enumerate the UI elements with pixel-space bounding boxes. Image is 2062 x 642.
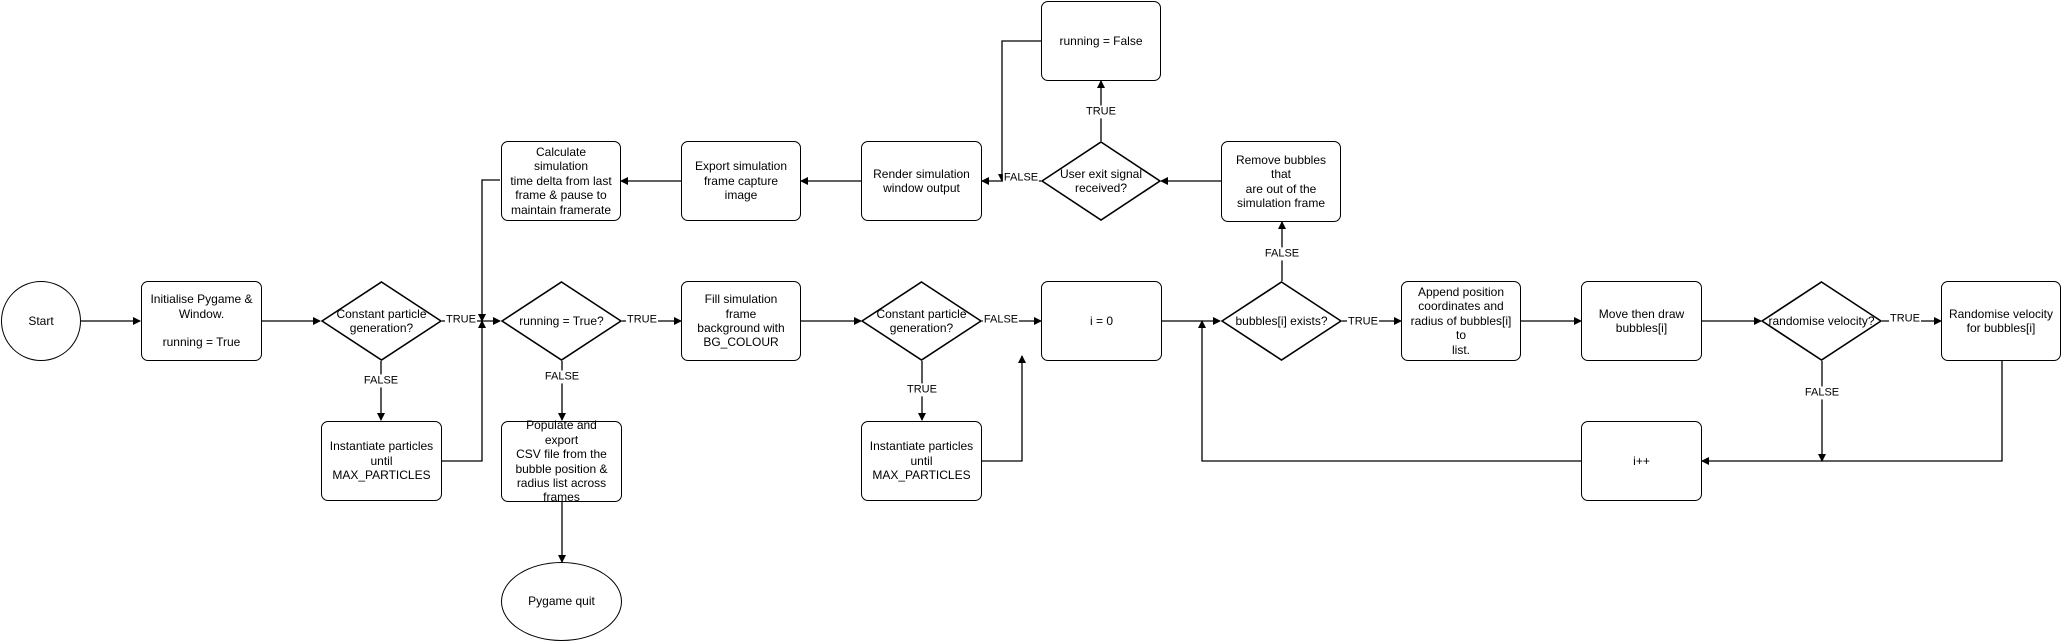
remove-bubbles-node-label: Remove bubbles that are out of the simul… xyxy=(1235,152,1327,210)
const-particle-decision-1: Constant particle generation? xyxy=(321,281,442,361)
move-draw-node: Move then draw bubbles[i] xyxy=(1581,281,1702,361)
const2-false-label: FALSE xyxy=(982,313,1020,327)
exists-true-label: TRUE xyxy=(1347,315,1379,329)
running-decision-label: running = True? xyxy=(519,313,604,328)
running-false-node: running = False xyxy=(1041,1,1161,81)
exit-true-label: TRUE xyxy=(1085,105,1117,119)
calc-time-delta-node-label: Calculate simulation time delta from las… xyxy=(510,145,612,217)
running-false-node-label: running = False xyxy=(1059,33,1143,48)
bubbles-exists-decision: bubbles[i] exists? xyxy=(1221,281,1342,361)
const1-true-label: TRUE xyxy=(445,313,477,327)
export-csv-node-label: Populate and export CSV file from the bu… xyxy=(515,418,608,505)
append-position-node: Append position coordinates and radius o… xyxy=(1401,281,1521,361)
edge-iinc-exists xyxy=(1198,320,1581,462)
edge-calc-running xyxy=(478,179,500,322)
const2-true-label: TRUE xyxy=(906,383,938,397)
render-output-node-label: Render simulation window output xyxy=(873,166,970,195)
export-frame-node: Export simulation frame capture image xyxy=(681,141,801,221)
instantiate-particles-node-2: Instantiate particles until MAX_PARTICLE… xyxy=(861,421,982,501)
pygame-quit-node: Pygame quit xyxy=(501,562,622,641)
edge-randomise-iinc xyxy=(1701,361,2003,465)
i-increment-node: i++ xyxy=(1581,421,1702,501)
render-output-node: Render simulation window output xyxy=(861,141,982,221)
exit-signal-decision: User exit signal received? xyxy=(1041,141,1161,221)
const-particle-decision-2-label: Constant particle generation? xyxy=(876,306,967,335)
append-position-node-label: Append position coordinates and radius o… xyxy=(1410,285,1512,357)
edge-runningfalse-render xyxy=(998,40,1041,182)
const-particle-decision-2: Constant particle generation? xyxy=(861,281,982,361)
edge-inst1-running xyxy=(442,320,486,462)
randomise-true-label: TRUE xyxy=(1889,312,1921,326)
fill-background-node: Fill simulation frame background with BG… xyxy=(681,281,801,361)
instantiate-particles-node-1-label: Instantiate particles until MAX_PARTICLE… xyxy=(329,439,434,483)
move-draw-node-label: Move then draw bubbles[i] xyxy=(1598,306,1685,335)
bubbles-exists-decision-label: bubbles[i] exists? xyxy=(1235,313,1328,328)
i-zero-node: i = 0 xyxy=(1041,281,1162,361)
randomise-velocity-decision-label: randomise velocity? xyxy=(1768,313,1875,328)
randomise-velocity-node: Randomise velocity for bubbles[i] xyxy=(1941,281,2061,361)
instantiate-particles-node-1: Instantiate particles until MAX_PARTICLE… xyxy=(321,421,442,501)
start-node-label: Start xyxy=(28,313,54,328)
start-node: Start xyxy=(1,281,81,361)
randomise-false-label: FALSE xyxy=(1803,386,1841,400)
randomise-velocity-decision: randomise velocity? xyxy=(1761,281,1882,361)
instantiate-particles-node-2-label: Instantiate particles until MAX_PARTICLE… xyxy=(869,439,974,483)
i-increment-node-label: i++ xyxy=(1633,453,1650,468)
calc-time-delta-node: Calculate simulation time delta from las… xyxy=(501,141,621,221)
randomise-velocity-node-label: Randomise velocity for bubbles[i] xyxy=(1948,306,2054,335)
i-zero-node-label: i = 0 xyxy=(1089,313,1113,328)
export-frame-node-label: Export simulation frame capture image xyxy=(694,159,788,203)
pygame-quit-node-label: Pygame quit xyxy=(528,594,595,609)
exit-false-label: FALSE xyxy=(1002,171,1040,185)
exit-signal-decision-label: User exit signal received? xyxy=(1059,166,1143,195)
export-csv-node: Populate and export CSV file from the bu… xyxy=(501,418,622,505)
running-true-label: TRUE xyxy=(626,313,658,327)
remove-bubbles-node: Remove bubbles that are out of the simul… xyxy=(1221,141,1341,222)
init-node: Initialise Pygame & Window. running = Tr… xyxy=(141,281,262,361)
running-decision: running = True? xyxy=(501,281,622,361)
const1-false-label: FALSE xyxy=(362,374,400,388)
edge-inst2-i0 xyxy=(982,355,1026,462)
exists-false-label: FALSE xyxy=(1263,247,1301,261)
fill-background-node-label: Fill simulation frame background with BG… xyxy=(697,292,785,350)
running-false-label: FALSE xyxy=(543,370,581,384)
const-particle-decision-1-label: Constant particle generation? xyxy=(336,306,427,335)
init-node-label: Initialise Pygame & Window. running = Tr… xyxy=(150,292,253,350)
